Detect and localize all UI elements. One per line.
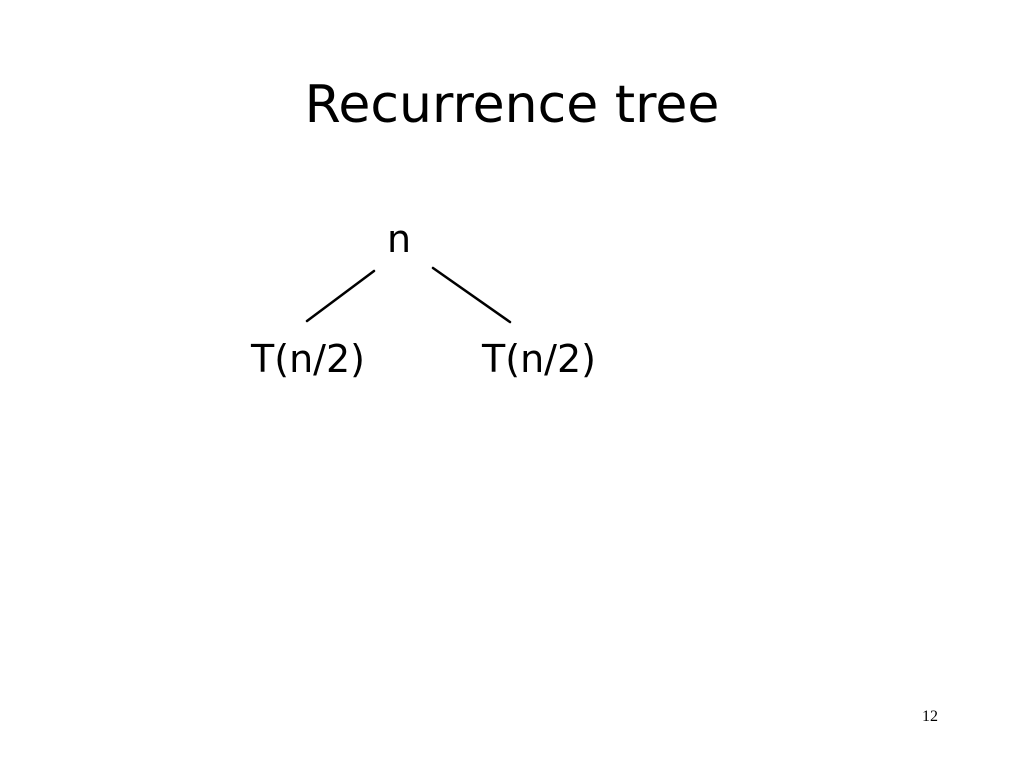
slide-title: Recurrence tree [304, 75, 720, 135]
tree-child-node-right: T(n/2) [481, 337, 596, 381]
tree-edge-right [431, 266, 512, 324]
tree-child-node-left: T(n/2) [250, 337, 365, 381]
tree-edge-left [305, 269, 376, 323]
page-number: 12 [922, 708, 938, 725]
tree-root-node: n [387, 217, 411, 261]
